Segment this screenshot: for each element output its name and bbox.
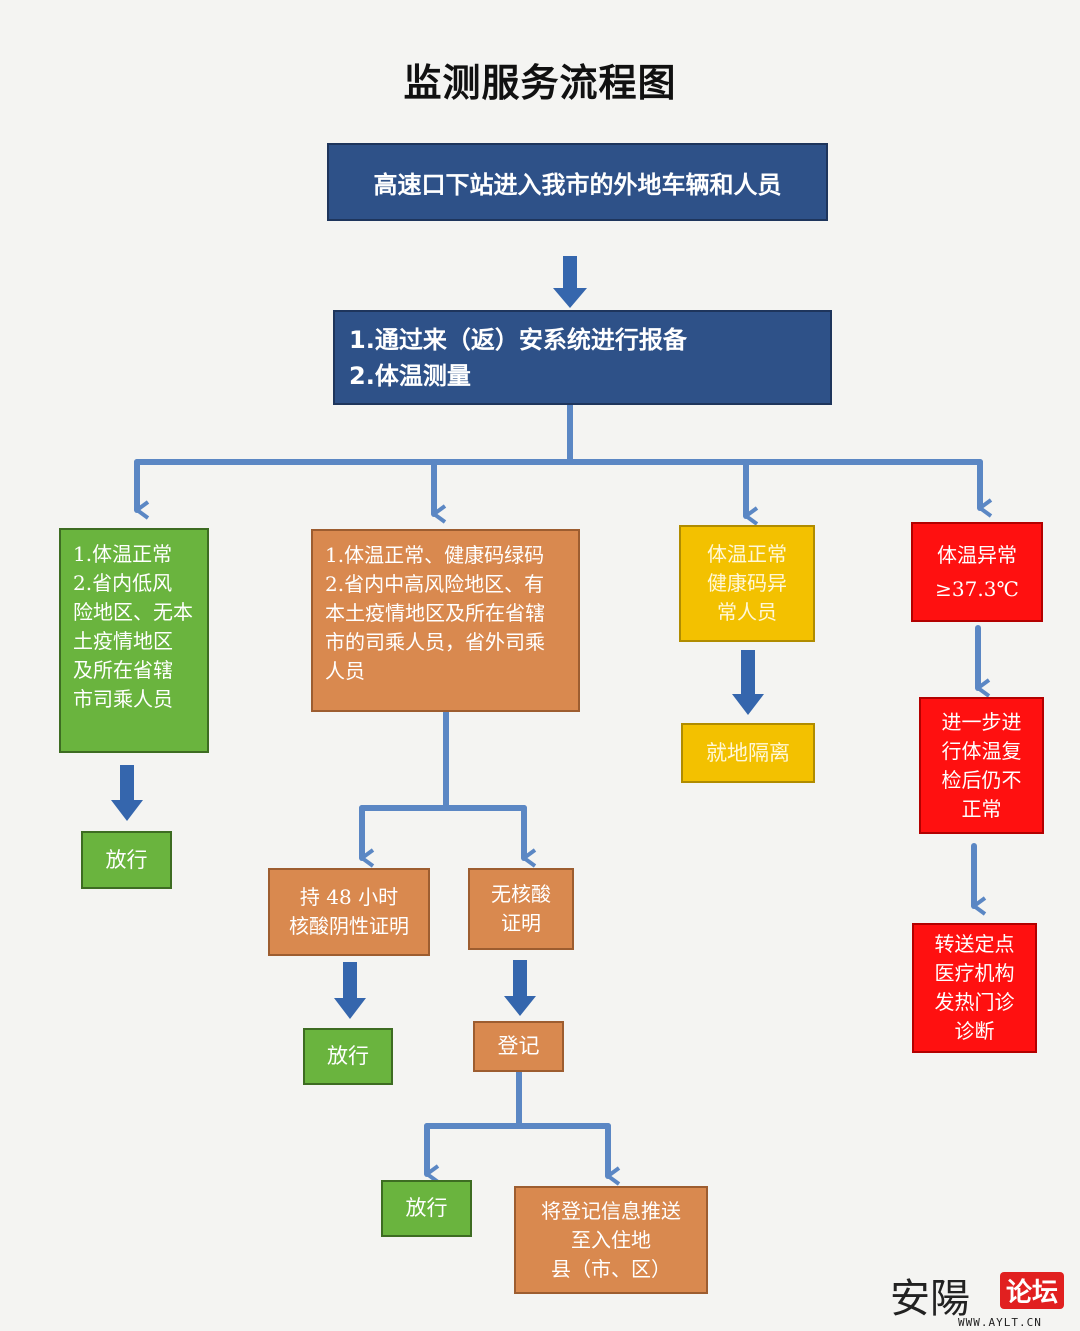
report-step-line: 1.通过来（返）安系统进行报备 — [349, 325, 687, 354]
arrow-no-test-to-register — [504, 960, 536, 1016]
push-info-line: 县（市、区） — [551, 1256, 671, 1281]
low-risk-line: 2.省内低风 — [73, 571, 173, 595]
watermark-badge: 论坛 — [1000, 1272, 1065, 1309]
mid-risk-line: 本土疫情地区及所在省辖 — [325, 601, 545, 625]
recheck-line: 进一步进 — [941, 709, 1022, 734]
fever-temperature: ≥37.3℃ — [935, 577, 1019, 601]
recheck-line: 正常 — [961, 796, 1002, 821]
transfer-line: 医疗机构 — [934, 961, 1015, 985]
abnormal-code-line: 体温正常 — [707, 542, 787, 566]
low-risk-node: 1.体温正常 2.省内低风 险地区、无本 土疫情地区 及所在省辖 市司乘人员 — [59, 528, 209, 753]
recheck-node: 进一步进 行体温复 检后仍不 正常 — [919, 697, 1044, 834]
abnormal-code-line: 常人员 — [717, 600, 777, 624]
release-node-3: 放行 — [381, 1180, 472, 1237]
register-node: 登记 — [473, 1021, 564, 1072]
forum-watermark: 安陽 论坛 WWW.AYLT.CN — [890, 1258, 1080, 1331]
recheck-line: 检后仍不 — [941, 767, 1022, 792]
mid-risk-line: 市的司乘人员，省外司乘 — [325, 630, 545, 654]
low-risk-line: 土疫情地区 — [73, 629, 173, 653]
transfer-line: 转送定点 — [934, 932, 1015, 956]
arrow-with-test-to-release — [334, 962, 366, 1019]
mid-risk-line: 人员 — [325, 659, 365, 683]
mid-risk-line: 1.体温正常、健康码绿码 — [325, 543, 545, 567]
no-test-line: 无核酸 — [491, 882, 551, 906]
watermark-url: WWW.AYLT.CN — [958, 1316, 1042, 1329]
isolate-node: 就地隔离 — [681, 723, 815, 783]
low-risk-line: 险地区、无本 — [73, 600, 193, 624]
release-node-2: 放行 — [303, 1028, 393, 1085]
release-label: 放行 — [405, 1196, 448, 1220]
transfer-line: 发热门诊 — [934, 990, 1015, 1014]
abnormal-code-line: 健康码异 — [707, 571, 787, 595]
push-info-node: 将登记信息推送 至入住地 县（市、区） — [514, 1186, 708, 1294]
mid-risk-line: 2.省内中高风险地区、有 — [325, 572, 545, 596]
start-node: 高速口下站进入我市的外地车辆和人员 — [327, 143, 828, 221]
transfer-line: 诊断 — [954, 1019, 995, 1043]
watermark-chars: 安陽 — [890, 1276, 970, 1322]
start-node-label: 高速口下站进入我市的外地车辆和人员 — [373, 170, 782, 199]
transfer-node: 转送定点 医疗机构 发热门诊 诊断 — [912, 923, 1037, 1053]
arrow-low-risk-to-release — [111, 765, 143, 821]
recheck-line: 行体温复 — [941, 738, 1022, 763]
mid-risk-node: 1.体温正常、健康码绿码 2.省内中高风险地区、有 本土疫情地区及所在省辖 市的… — [311, 529, 580, 712]
arrow-start-to-step1 — [553, 256, 587, 308]
isolate-label: 就地隔离 — [706, 740, 790, 765]
push-info-line: 将登记信息推送 — [541, 1198, 681, 1223]
report-and-temperature-node: 1.通过来（返）安系统进行报备 2.体温测量 — [333, 310, 832, 405]
low-risk-line: 市司乘人员 — [73, 687, 173, 711]
release-node-1: 放行 — [81, 831, 172, 889]
release-label: 放行 — [327, 1044, 369, 1068]
fever-line: 体温异常 — [937, 543, 1017, 567]
arrow-abnormal-to-isolate — [732, 650, 764, 715]
no-test-line: 证明 — [501, 911, 541, 935]
no-test-node: 无核酸 证明 — [468, 868, 574, 950]
temperature-step-line: 2.体温测量 — [349, 361, 471, 390]
release-label: 放行 — [105, 847, 148, 872]
negative-test-line: 持 48 小时 — [299, 885, 399, 909]
page-title: 监测服务流程图 — [403, 60, 677, 105]
push-info-line: 至入住地 — [571, 1227, 651, 1252]
abnormal-health-code-node: 体温正常 健康码异 常人员 — [679, 525, 815, 642]
register-label: 登记 — [497, 1034, 540, 1058]
fever-node: 体温异常 ≥37.3℃ — [911, 522, 1043, 622]
low-risk-line: 1.体温正常 — [73, 542, 173, 566]
negative-test-line: 核酸阴性证明 — [289, 914, 409, 938]
low-risk-line: 及所在省辖 — [73, 658, 173, 682]
negative-test-node: 持 48 小时 核酸阴性证明 — [268, 868, 430, 956]
